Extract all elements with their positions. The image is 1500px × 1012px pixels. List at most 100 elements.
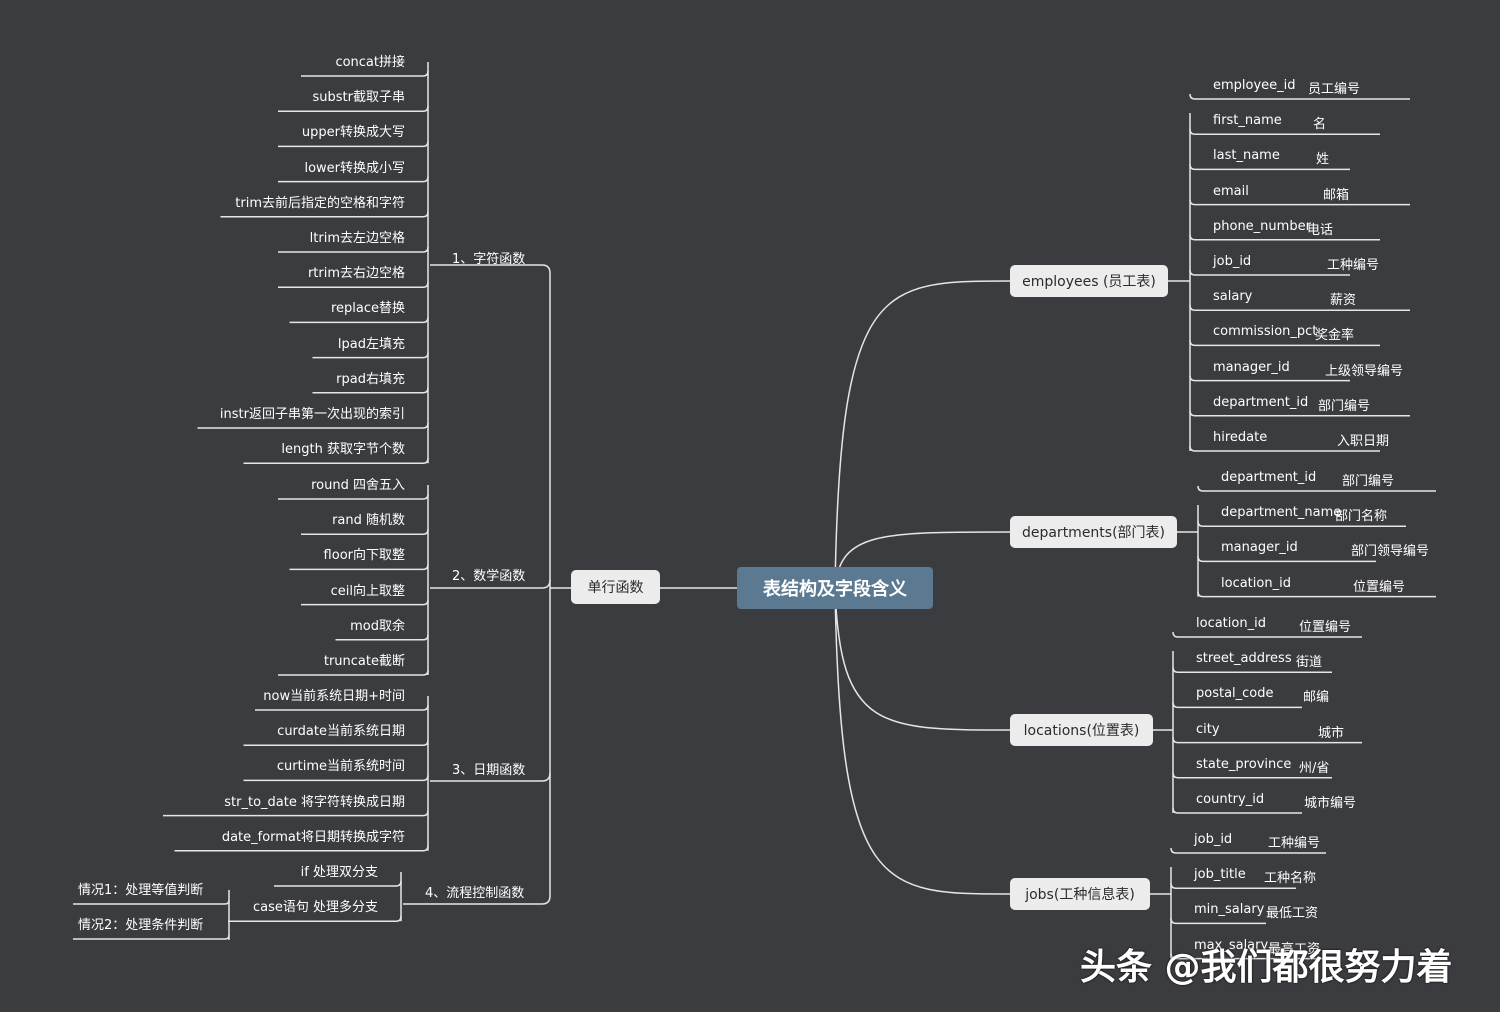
root-table-link xyxy=(834,587,1011,731)
field-name[interactable]: location_id xyxy=(1221,575,1291,591)
item-underline xyxy=(278,282,429,288)
math-item[interactable]: round 四舍五入 xyxy=(311,478,405,493)
string-item[interactable]: length 获取字节个数 xyxy=(281,442,405,458)
field-name[interactable]: email xyxy=(1213,183,1249,199)
field-desc[interactable]: 工种名称 xyxy=(1264,871,1317,887)
field-name[interactable]: min_salary xyxy=(1194,902,1265,918)
field-name[interactable]: job_title xyxy=(1194,867,1246,883)
field-name[interactable]: commission_pct xyxy=(1213,324,1318,340)
field-name[interactable]: postal_code xyxy=(1196,686,1274,702)
field-name[interactable]: location_id xyxy=(1196,616,1266,631)
table-node-2[interactable]: locations(位置表) xyxy=(1010,714,1153,746)
table-node-0[interactable]: employees (员工表) xyxy=(1010,265,1168,297)
field-name[interactable]: first_name xyxy=(1213,113,1282,129)
string-item[interactable]: instr返回子串第一次出现的索引 xyxy=(219,407,405,422)
field-desc[interactable]: 部门名称 xyxy=(1335,509,1388,525)
case-subitem[interactable]: 情况2：处理条件判断 xyxy=(78,918,204,933)
string-item[interactable]: substr截取子串 xyxy=(312,90,405,106)
flow-item[interactable]: if 处理双分支 xyxy=(300,865,378,880)
item-underline xyxy=(312,352,429,359)
field-name[interactable]: department_name xyxy=(1221,505,1342,521)
date-item[interactable]: now当前系统日期+时间 xyxy=(263,689,405,704)
field-desc[interactable]: 部门领导编号 xyxy=(1351,544,1430,560)
field-desc[interactable]: 最高工资 xyxy=(1268,941,1321,957)
field-desc[interactable]: 邮编 xyxy=(1303,690,1330,706)
string-item[interactable]: rtrim去右边空格 xyxy=(307,266,405,282)
field-name[interactable]: job_id xyxy=(1194,832,1233,847)
category-string[interactable]: 1、字符函数 xyxy=(452,252,526,267)
field-name[interactable]: manager_id xyxy=(1213,359,1290,375)
string-item[interactable]: replace替换 xyxy=(330,301,405,317)
string-item[interactable]: rpad右填充 xyxy=(336,371,405,387)
math-item[interactable]: rand 随机数 xyxy=(332,513,405,529)
field-name[interactable]: last_name xyxy=(1213,148,1280,164)
field-name[interactable]: department_id xyxy=(1221,470,1317,485)
category-date[interactable]: 3、日期函数 xyxy=(452,763,526,778)
category-underline xyxy=(430,264,551,274)
category-math[interactable]: 2、数学函数 xyxy=(452,569,526,584)
field-desc[interactable]: 名 xyxy=(1313,117,1327,133)
field-desc[interactable]: 工种编号 xyxy=(1327,258,1380,273)
date-item[interactable]: str_to_date 将字符转换成日期 xyxy=(224,794,405,810)
field-desc[interactable]: 最低工资 xyxy=(1266,906,1319,922)
category-underline xyxy=(403,895,551,905)
field-name[interactable]: department_id xyxy=(1213,394,1309,410)
field-desc[interactable]: 员工编号 xyxy=(1308,82,1361,97)
item-underline xyxy=(278,493,429,500)
field-name[interactable]: manager_id xyxy=(1221,540,1298,556)
field-desc[interactable]: 州/省 xyxy=(1299,760,1330,776)
table-node-3[interactable]: jobs(工种信息表) xyxy=(1010,878,1150,910)
math-item[interactable]: ceil向上取整 xyxy=(330,583,405,599)
field-name[interactable]: city xyxy=(1196,721,1220,737)
date-item[interactable]: curdate当前系统日期 xyxy=(277,724,405,740)
field-desc[interactable]: 入职日期 xyxy=(1337,434,1390,449)
field-desc[interactable]: 工种编号 xyxy=(1268,836,1321,851)
string-item[interactable]: lpad左填充 xyxy=(337,336,405,352)
field-desc[interactable]: 姓 xyxy=(1316,152,1330,168)
math-item[interactable]: mod取余 xyxy=(350,618,405,634)
field-name[interactable]: phone_number xyxy=(1213,218,1311,234)
field-desc[interactable]: 城市编号 xyxy=(1304,796,1357,811)
math-item[interactable]: floor向下取整 xyxy=(323,548,405,564)
string-item[interactable]: upper转换成大写 xyxy=(301,125,405,141)
field-name[interactable]: employee_id xyxy=(1213,78,1296,93)
field-desc[interactable]: 奖金率 xyxy=(1315,328,1355,344)
field-name[interactable]: country_id xyxy=(1196,792,1265,807)
field-underline xyxy=(1172,807,1302,814)
field-underline xyxy=(1189,93,1410,100)
single-row-functions-node[interactable]: 单行函数 xyxy=(571,570,660,604)
field-desc[interactable]: 薪资 xyxy=(1330,293,1357,309)
item-underline xyxy=(301,529,429,535)
category-flow[interactable]: 4、流程控制函数 xyxy=(425,886,525,901)
string-item[interactable]: lower转换成小写 xyxy=(304,160,405,176)
field-name[interactable]: street_address xyxy=(1196,651,1292,667)
field-name[interactable]: salary xyxy=(1213,289,1253,305)
field-desc[interactable]: 部门编号 xyxy=(1342,474,1395,489)
table-node-1[interactable]: departments(部门表) xyxy=(1010,516,1177,548)
field-desc[interactable]: 邮箱 xyxy=(1323,187,1350,203)
string-item[interactable]: trim去前后指定的空格和字符 xyxy=(235,195,405,211)
root-node[interactable]: 表结构及字段含义 xyxy=(737,567,933,609)
field-desc[interactable]: 电话 xyxy=(1307,222,1334,238)
math-item[interactable]: truncate截断 xyxy=(323,654,405,669)
watermark: 头条 @我们都很努力着 xyxy=(1080,947,1453,988)
flow-item[interactable]: case语句 处理多分支 xyxy=(252,900,378,916)
field-name[interactable]: hiredate xyxy=(1213,430,1268,445)
field-desc[interactable]: 上级领导编号 xyxy=(1325,363,1404,379)
date-item[interactable]: curtime当前系统时间 xyxy=(276,759,405,775)
string-item[interactable]: ltrim去左边空格 xyxy=(309,231,405,246)
string-item[interactable]: concat拼接 xyxy=(335,55,405,70)
item-underline xyxy=(335,634,429,641)
field-name[interactable]: state_province xyxy=(1196,756,1292,772)
field-name[interactable]: max_salary xyxy=(1194,937,1269,953)
field-desc[interactable]: 街道 xyxy=(1296,655,1323,671)
field-name[interactable]: job_id xyxy=(1213,254,1252,269)
date-item[interactable]: date_format将日期转换成字符 xyxy=(221,829,405,845)
field-desc[interactable]: 位置编号 xyxy=(1353,579,1406,595)
field-desc[interactable]: 位置编号 xyxy=(1299,620,1352,635)
field-desc[interactable]: 城市 xyxy=(1318,725,1345,741)
item-underline xyxy=(278,141,429,148)
field-desc[interactable]: 部门编号 xyxy=(1318,398,1371,414)
case-subitem[interactable]: 情况1：处理等值判断 xyxy=(78,883,204,898)
